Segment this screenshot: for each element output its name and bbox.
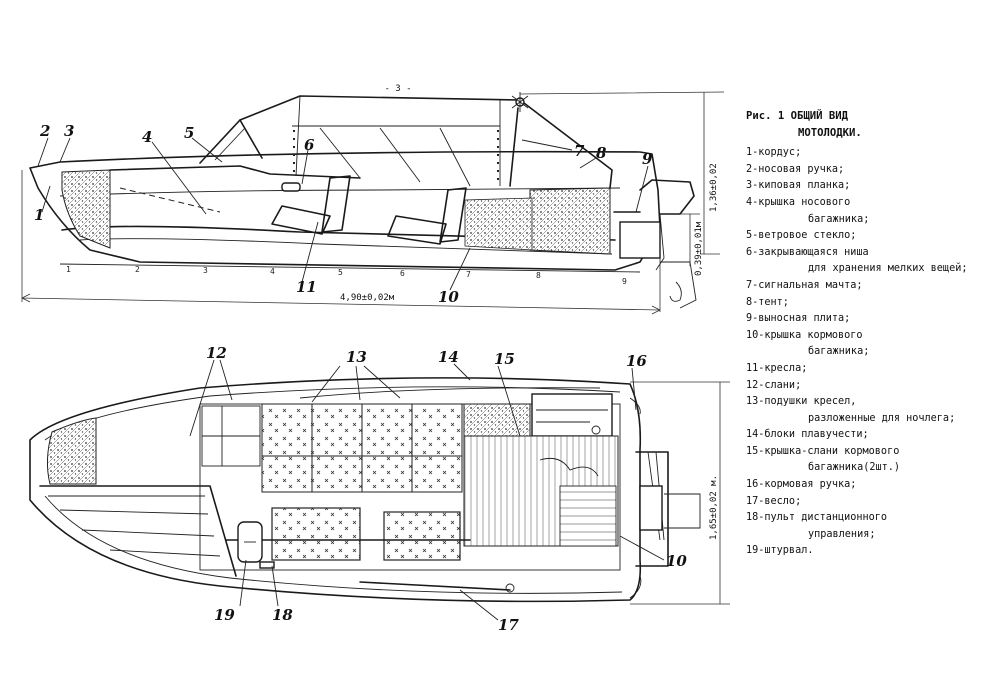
callout-16: 16 (626, 352, 647, 370)
legend-item: 18-пульт дистанционного (746, 512, 888, 524)
legend-item-continuation: разложенные для ночлега; (808, 412, 956, 424)
callout-14: 14 (438, 348, 459, 366)
legend-item-continuation: для хранения мелких вещей; (808, 263, 968, 275)
station-tick: 5 (338, 268, 343, 277)
station-tick: 1 (66, 265, 71, 274)
legend-item: 9-выносная плита; (746, 313, 851, 325)
section-mark: - 3 - (384, 84, 411, 94)
legend-item-continuation: управления; (808, 528, 876, 540)
legend-item-continuation: багажника; (808, 213, 870, 225)
legend-item: 17-весло; (746, 495, 802, 507)
legend-subtitle: МОТОЛОДКИ. (798, 126, 862, 139)
callout-4: 4 (142, 128, 152, 146)
side-view: 1 2 3 4 5 6 7 8 9 4,90±0,02м 1,36±0,02 0… (21, 91, 725, 315)
beam-dimension: 1,65±0,02 м. (709, 475, 719, 540)
length-dimension: 4,90±0,02м (340, 293, 395, 303)
callout-2: 2 (39, 122, 50, 140)
callout-11: 11 (296, 278, 317, 296)
callout-15: 15 (494, 350, 515, 368)
station-tick: 8 (536, 271, 541, 280)
side-callouts: 1 2 3 4 5 6 7 8 9 10 11 (34, 122, 653, 306)
legend-item: 13-подушки кресел, (746, 396, 857, 408)
legend-item: 5-ветровое стекло; (746, 230, 857, 242)
callout-5: 5 (184, 124, 194, 142)
legend-item: 14-блоки плавучести; (746, 429, 869, 441)
legend-item-continuation: багажника; (808, 346, 870, 358)
station-ticks: 1 2 3 4 5 6 7 8 9 (59, 263, 641, 286)
legend-item: 16-кормовая ручка; (746, 479, 857, 491)
legend-item: 3-киповая планка; (746, 180, 851, 192)
callout-10-plan: 10 (666, 552, 687, 570)
cushions-grid (261, 403, 463, 493)
stern-dimension: 0,39±0,01м (694, 221, 704, 276)
station-tick: 3 (203, 266, 208, 275)
legend-item: 19-штурвал. (746, 545, 814, 557)
callout-12: 12 (206, 344, 227, 362)
legend-item: 4-крышка носового (746, 196, 851, 208)
legend-item-continuation: багажника(2шт.) (808, 462, 901, 474)
plan-view: 1,65±0,02 м. 12 13 14 15 16 17 18 19 10 (29, 344, 730, 634)
legend-title: Рис. 1 ОБЩИЙ ВИД (746, 110, 849, 122)
station-tick: 7 (466, 270, 471, 279)
callout-6: 6 (304, 136, 315, 154)
callout-18: 18 (272, 606, 293, 624)
station-tick: 6 (400, 269, 405, 278)
callout-1: 1 (34, 206, 44, 224)
station-tick: 9 (622, 277, 627, 286)
legend-item: 7-сигнальная мачта; (746, 279, 863, 291)
legend-item: 12-слани; (746, 379, 802, 391)
station-tick: 2 (135, 265, 140, 274)
callout-10: 10 (438, 288, 459, 306)
callout-13: 13 (346, 348, 367, 366)
callout-7: 7 (574, 142, 585, 160)
legend-item: 6-закрывающаяся ниша (746, 246, 869, 258)
legend-items: 1-кордус; 2-носовая ручка; 3-киповая планк… (746, 145, 996, 560)
callout-17: 17 (498, 616, 519, 634)
legend-item: 1-кордус; (746, 147, 802, 159)
callout-9: 9 (642, 150, 653, 168)
callout-19: 19 (214, 606, 235, 624)
height-dimension: 1,36±0,02 (709, 163, 719, 212)
callout-3: 3 (64, 122, 74, 140)
legend-item: 15-крышка-слани кормового (746, 445, 900, 457)
legend: Рис. 1 ОБЩИЙ ВИД МОТОЛОДКИ. 1-кордус; 2-н… (746, 108, 996, 560)
legend-item: 2-носовая ручка; (746, 163, 845, 175)
legend-item: 8-тент; (746, 296, 789, 308)
legend-item: 11-кресла; (746, 362, 808, 374)
station-tick: 4 (270, 267, 275, 276)
callout-8: 8 (596, 144, 607, 162)
legend-item: 10-крышка кормового (746, 329, 863, 341)
plan-callouts: 12 13 14 15 16 17 18 19 10 (189, 344, 687, 634)
